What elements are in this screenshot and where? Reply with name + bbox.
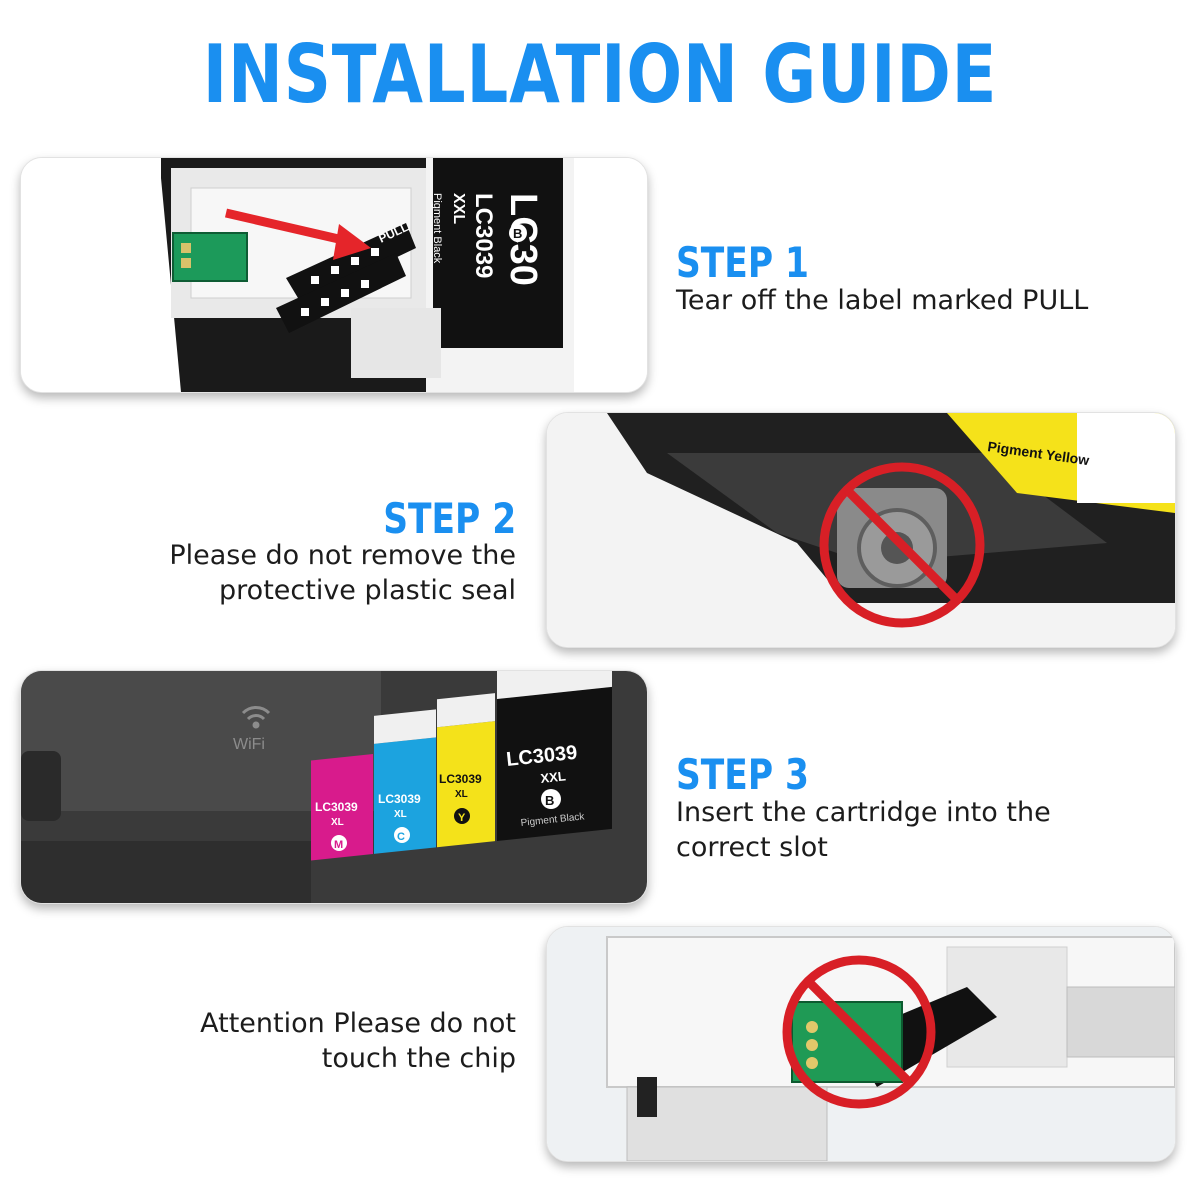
protective-seal-illustration: Pigment Yellow [547,413,1175,647]
page-title: INSTALLATION GUIDE [202,28,998,121]
attention-image-card [546,926,1176,1162]
yellow-model: LC3039 [439,772,482,786]
black-size: XXL [540,768,567,786]
prohibited-icon [819,462,985,628]
step3-description: Insert the cartridge into the correct sl… [676,795,1051,865]
step3-description-line-2: correct slot [676,832,828,863]
magenta-model: LC3039 [315,800,358,814]
step1-image-card: LC30 LC3039 XXL Pigment Black B PULL [20,157,648,393]
printer-slot-illustration: WiFi LC3039 XL M LC3039 XL C LC3039 XL Y… [21,671,647,903]
step3-description-line-1: Insert the cartridge into the [676,797,1051,828]
step3-image-card: WiFi LC3039 XL M LC3039 XL C LC3039 XL Y… [20,670,648,904]
cartridge-letter-b: B [513,226,522,241]
yellow-size: XL [455,789,468,800]
step2-heading: STEP 2 [382,494,516,543]
attention-line-2: touch the chip [321,1043,516,1074]
step1-description: Tear off the label marked PULL [676,285,1089,316]
wifi-icon [241,706,271,729]
cyan-letter: C [397,831,405,843]
attention-line-1: Attention Please do not [200,1008,516,1039]
yellow-letter: Y [458,812,466,824]
step2-description-line-1: Please do not remove the [169,540,516,571]
cartridge-model-label-2: LC3039 [470,193,497,278]
attention-description: Attention Please do not touch the chip [200,1006,516,1076]
magenta-letter: M [334,839,343,851]
black-letter: B [545,793,554,808]
cyan-size: XL [394,809,407,820]
step2-description: Please do not remove the protective plas… [169,538,516,608]
chip-warning-illustration [547,927,1175,1161]
prohibited-icon-chip [782,955,936,1109]
step2-description-line-2: protective plastic seal [219,575,516,606]
step2-image-card: Pigment Yellow [546,412,1176,648]
cartridge-pull-label-illustration: LC30 LC3039 XXL Pigment Black B PULL [21,158,647,392]
cyan-model: LC3039 [378,792,421,806]
step1-heading: STEP 1 [676,238,810,287]
wifi-label: WiFi [233,736,265,753]
magenta-size: XL [331,817,344,828]
cartridge-color-label: Pigment Black [431,193,443,264]
arrow-icon [224,208,358,248]
step3-heading: STEP 3 [676,750,810,799]
cartridge-size-label: XXL [450,193,467,224]
